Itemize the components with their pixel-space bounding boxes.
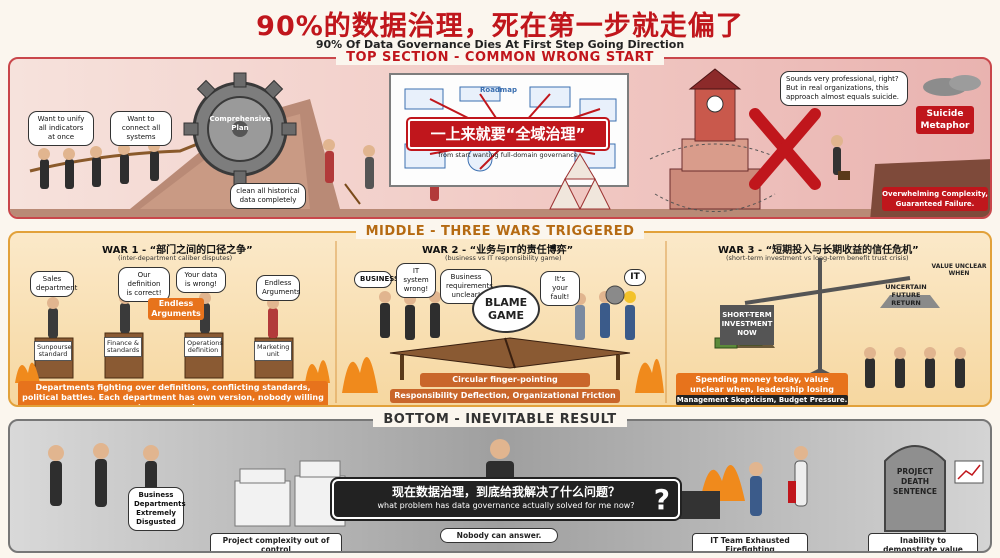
bubble-connect-systems: Want to connect all systems bbox=[110, 111, 172, 146]
war1-summary-strip: Departments fighting over definitions, c… bbox=[18, 381, 328, 405]
top-section-label: TOP SECTION - COMMON WRONG START bbox=[0, 50, 1000, 65]
caption-complexity: Project complexity out of control bbox=[210, 533, 342, 551]
blame-game-label: BLAME GAME bbox=[472, 285, 540, 333]
podium-sign-1: Sunpourse standard bbox=[34, 341, 72, 361]
question-cn: 现在数据治理，到底给我解决了什么问题？ bbox=[391, 485, 620, 499]
bubble-business-disgusted: Business Departments Extremely Disgusted bbox=[128, 487, 186, 531]
nobody-can-answer-label: Nobody can answer. bbox=[440, 528, 558, 543]
podium-sign-4: Marketing unit bbox=[254, 341, 292, 361]
middle-section-panel: WAR 1 - “部门之间的口径之争” (inter-department ca… bbox=[8, 231, 992, 407]
war1-title: WAR 1 - “部门之间的口径之争” bbox=[102, 245, 253, 256]
bubble-it-system-wrong: IT system wrong! bbox=[396, 263, 436, 298]
war3-subtitle: (short-term investment vs long-term bene… bbox=[726, 254, 909, 262]
roadmap-label: Roadmap bbox=[480, 86, 517, 94]
war2-caption-1: Circular finger-pointing bbox=[420, 373, 590, 387]
bubble-sales-department: Sales department bbox=[30, 271, 77, 297]
war3-title: WAR 3 - “短期投入与长期收益的信任危机” bbox=[718, 245, 919, 256]
bottom-section-label: BOTTOM - INEVITABLE RESULT bbox=[0, 412, 1000, 427]
full-domain-banner: 一上来就要“全域治理” bbox=[408, 119, 608, 149]
value-unclear-label: VALUE UNCLEAR WHEN bbox=[931, 263, 987, 277]
endless-arguments-banner: Endless Arguments bbox=[148, 298, 204, 320]
page-subtitle: 90% Of Data Governance Dies At First Ste… bbox=[315, 38, 685, 51]
middle-section-label: MIDDLE - THREE WARS TRIGGERED bbox=[0, 224, 1000, 239]
war2-caption-2: Responsibility Deflection, Organizationa… bbox=[390, 389, 620, 403]
short-term-investment-sign: SHORT-TERM INVESTMENT NOW bbox=[720, 305, 774, 345]
suicide-metaphor-sign: Suicide Metaphor bbox=[916, 106, 974, 134]
question-mark-icon: ? bbox=[653, 483, 670, 516]
bubble-professional: Sounds very professional, right? But in … bbox=[780, 71, 908, 106]
tombstone-text: PROJECT DEATH SENTENCE bbox=[893, 467, 937, 496]
bubble-unify-indicators: Want to unify all indicators at once bbox=[28, 111, 94, 146]
question-en: what problem has data governance actuall… bbox=[377, 501, 635, 510]
gear-label: Comprehensive Plan bbox=[209, 115, 271, 132]
caption-value: Inability to demonstrate value bbox=[868, 533, 978, 551]
full-domain-banner-en: from start wanting full-domain governanc… bbox=[438, 151, 578, 159]
overwhelming-complexity-banner: Overwhelming Complexity, Guaranteed Fail… bbox=[882, 187, 988, 211]
caption-it-firefighting: IT Team Exhausted Firefighting bbox=[692, 533, 808, 551]
war3-management-banner: Management Skepticism, Budget Pressure. bbox=[676, 395, 848, 405]
podium-sign-3: Operations definition bbox=[184, 337, 223, 357]
bottom-section-panel: Business Departments Extremely Disgusted… bbox=[8, 419, 992, 553]
war1-subtitle: (inter-department caliber disputes) bbox=[118, 254, 233, 262]
top-section-panel: Want to unify all indicators at once Wan… bbox=[8, 57, 992, 219]
bubble-data-wrong: Your data is wrong! bbox=[176, 267, 226, 293]
page-title: 90%的数据治理，死在第一步就走偏了 bbox=[256, 11, 744, 42]
central-question-banner: 现在数据治理，到底给我解决了什么问题？ what problem has dat… bbox=[332, 479, 680, 519]
bubble-business: BUSINESS bbox=[354, 271, 399, 288]
bubble-it: IT bbox=[624, 269, 646, 286]
war2-subtitle: (business vs IT responsibility game) bbox=[445, 254, 562, 262]
bubble-definition-correct: Our definition is correct! bbox=[118, 267, 170, 302]
bubble-clean-data: clean all historical data completely bbox=[230, 183, 306, 209]
bubble-your-fault: It's your fault! bbox=[540, 271, 580, 306]
war2-title: WAR 2 - “业务与IT的责任博弈” bbox=[422, 245, 574, 256]
podium-sign-2: Finance & standards bbox=[104, 337, 142, 357]
uncertain-return-label: UNCERTAIN FUTURE RETURN bbox=[885, 283, 927, 307]
bubble-endless-arguments: Endless Arguments bbox=[256, 275, 300, 301]
